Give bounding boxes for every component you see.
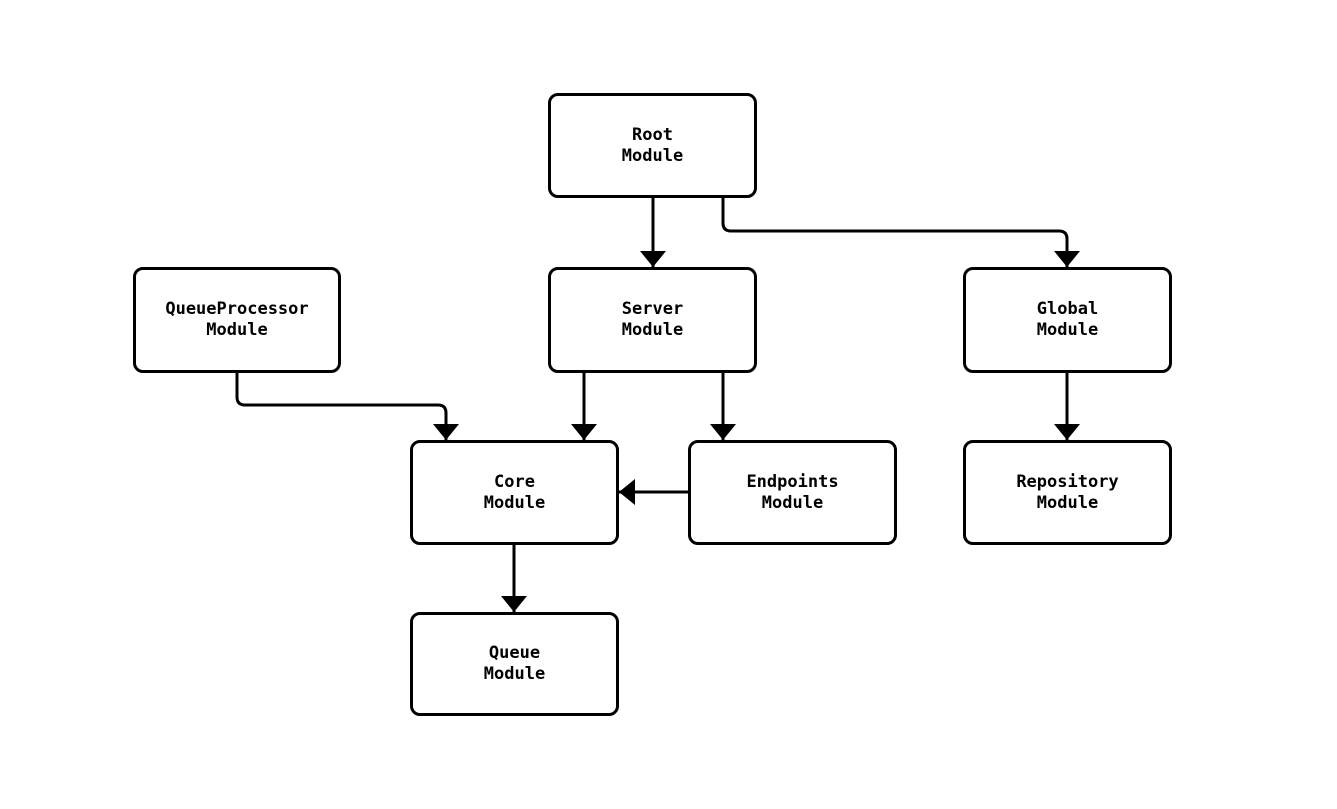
node-root-module: Root Module [548, 93, 757, 198]
node-server-module: Server Module [548, 267, 757, 373]
node-queue-module: Queue Module [410, 612, 619, 716]
node-label: Endpoints [746, 471, 839, 492]
node-label: Server [621, 299, 684, 319]
node-queueprocessor-module: QueueProcessor Module [133, 267, 341, 373]
node-label: Core [494, 471, 535, 492]
node-label: Root [632, 124, 673, 145]
node-label: Module [483, 664, 546, 684]
node-label: Module [1036, 320, 1099, 340]
node-label: Module [206, 320, 268, 340]
edge-root-to-global [721, 198, 1080, 267]
node-label: Queue [488, 643, 541, 663]
node-label: Repository [1016, 471, 1119, 492]
node-label: Module [621, 320, 684, 340]
node-label: Module [483, 492, 546, 513]
edges-group [235, 198, 1080, 612]
node-label: QueueProcessor [165, 299, 309, 319]
node-core-module: Core Module [410, 440, 619, 545]
node-endpoints-module: Endpoints Module [688, 440, 897, 545]
node-label: Module [761, 492, 824, 513]
node-global-module: Global Module [963, 267, 1172, 373]
node-label: Global [1036, 299, 1099, 319]
node-repository-module: Repository Module [963, 440, 1172, 545]
node-label: Module [621, 145, 684, 166]
node-label: Module [1036, 492, 1099, 513]
edge-queueprocessor-to-core [235, 373, 459, 440]
